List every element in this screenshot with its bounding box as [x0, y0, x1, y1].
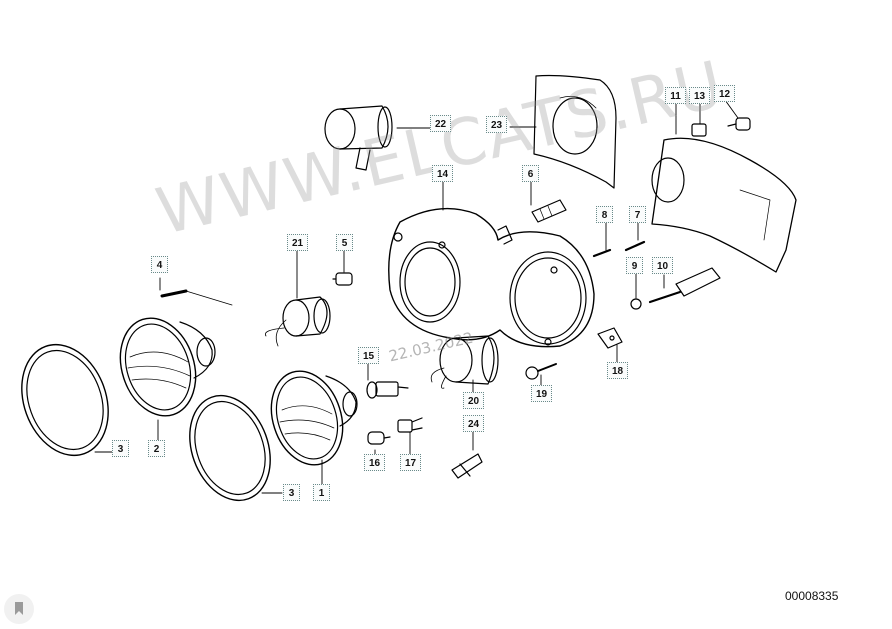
- adjuster: [648, 267, 721, 304]
- callout-8[interactable]: 8: [596, 206, 613, 223]
- parking-bulb: [367, 431, 391, 445]
- document-number: 00008335: [785, 589, 839, 603]
- bookmark-button[interactable]: [4, 594, 34, 624]
- callout-16[interactable]: 16: [364, 454, 385, 471]
- bulb-small: [332, 272, 353, 286]
- callout-13[interactable]: 13: [689, 87, 710, 104]
- callout-5[interactable]: 5: [336, 234, 353, 251]
- clip: [451, 453, 483, 479]
- callout-18[interactable]: 18: [607, 362, 628, 379]
- callout-6[interactable]: 6: [522, 165, 539, 182]
- callout-1[interactable]: 1: [313, 484, 330, 501]
- trim-ring-right: [189, 394, 271, 502]
- callout-3-right[interactable]: 3: [283, 484, 300, 501]
- callout-19[interactable]: 19: [531, 385, 552, 402]
- inner-cover: [651, 137, 797, 273]
- callout-9[interactable]: 9: [626, 257, 643, 274]
- bracket: [597, 327, 623, 349]
- callout-11[interactable]: 11: [665, 87, 686, 104]
- leader-lines: [94, 99, 739, 494]
- bookmark-icon: [15, 602, 23, 615]
- cover-plate: [533, 74, 617, 189]
- screw-washer: [525, 363, 557, 380]
- callout-17[interactable]: 17: [400, 454, 421, 471]
- headlamp-large: [119, 317, 216, 417]
- bulb-holder: [397, 417, 423, 433]
- callout-22[interactable]: 22: [430, 115, 451, 132]
- callout-21[interactable]: 21: [287, 234, 308, 251]
- headlamp-small: [270, 370, 358, 466]
- callout-24[interactable]: 24: [463, 415, 484, 432]
- callout-4[interactable]: 4: [151, 256, 168, 273]
- callout-7[interactable]: 7: [629, 206, 646, 223]
- bulb-socket: [265, 296, 331, 347]
- callout-14[interactable]: 14: [432, 165, 453, 182]
- callout-3-left[interactable]: 3: [112, 440, 129, 457]
- trim-ring-left: [21, 343, 109, 457]
- callout-15[interactable]: 15: [358, 347, 379, 364]
- bulb-h-type: [366, 381, 409, 399]
- adjusting-screw: [160, 289, 233, 306]
- protective-cap: [324, 105, 393, 171]
- callout-23[interactable]: 23: [486, 116, 507, 133]
- callout-10[interactable]: 10: [652, 257, 673, 274]
- threaded-sleeve: [531, 199, 567, 223]
- nut: [630, 298, 642, 310]
- retainer: [727, 117, 751, 131]
- callout-2[interactable]: 2: [148, 440, 165, 457]
- screw-7: [624, 240, 646, 252]
- callout-20[interactable]: 20: [463, 392, 484, 409]
- headlamp-housing: [388, 207, 595, 348]
- bulb-socket-main: [430, 335, 499, 389]
- callout-12[interactable]: 12: [714, 85, 735, 102]
- screw-8: [592, 248, 612, 258]
- clip-13: [691, 123, 707, 137]
